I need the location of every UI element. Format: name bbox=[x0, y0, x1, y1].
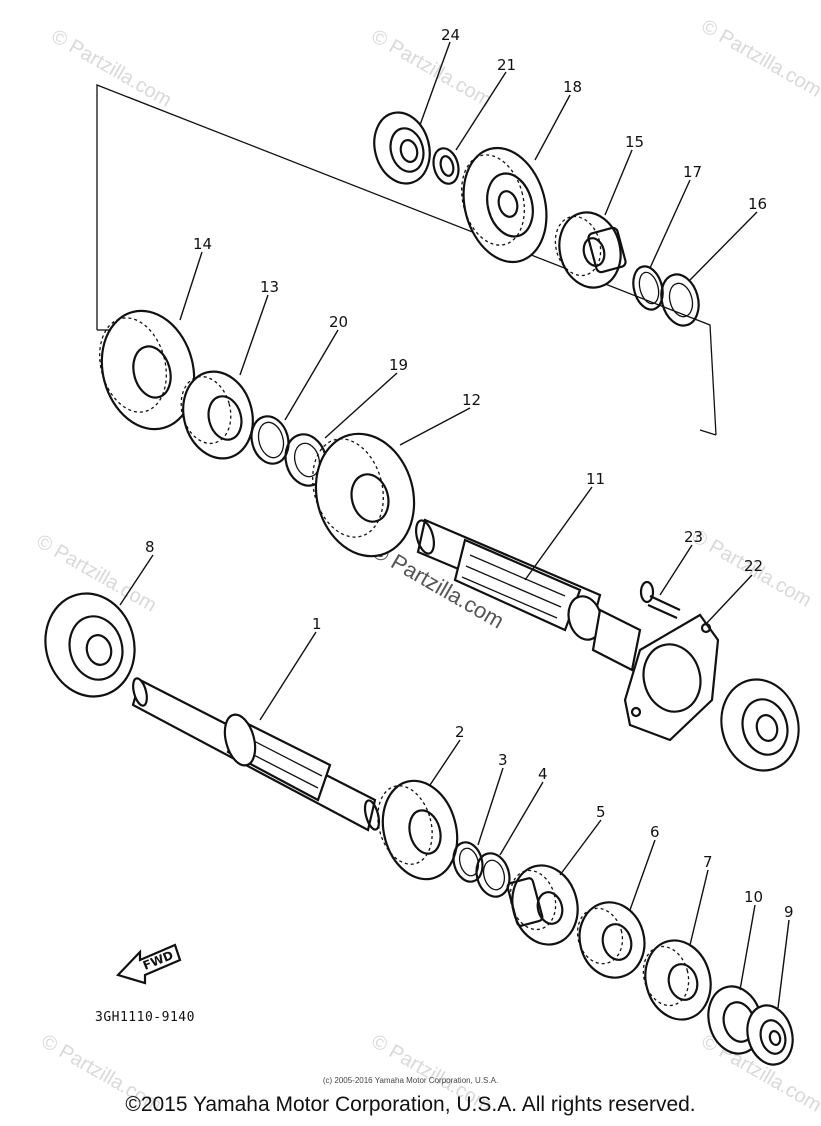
gear-2 bbox=[377, 779, 459, 881]
gear-7 bbox=[642, 939, 712, 1021]
callout-numbers: 24 21 18 15 17 16 14 13 20 19 12 11 8 1 … bbox=[145, 26, 794, 921]
callout-24: 24 bbox=[441, 26, 460, 44]
bearing-8 bbox=[44, 592, 136, 698]
callout-17: 17 bbox=[683, 163, 702, 181]
bearing-retainer-22 bbox=[623, 613, 720, 742]
callout-6: 6 bbox=[650, 823, 660, 841]
screw-23 bbox=[639, 580, 681, 620]
callout-7: 7 bbox=[703, 853, 713, 871]
watermark: © Partzilla.com bbox=[48, 25, 176, 111]
part-code: 3GH1110-9140 bbox=[95, 1010, 195, 1025]
washer-4 bbox=[475, 852, 511, 898]
callout-18: 18 bbox=[563, 78, 582, 96]
gear-13 bbox=[180, 370, 254, 460]
callout-4: 4 bbox=[538, 765, 548, 783]
gear-6 bbox=[576, 901, 646, 979]
callout-20: 20 bbox=[329, 313, 348, 331]
callout-8: 8 bbox=[145, 538, 155, 556]
small-copyright: (c) 2005-2016 Yamaha Motor Corporation, … bbox=[322, 1076, 499, 1085]
callout-2: 2 bbox=[455, 723, 465, 741]
washer-16 bbox=[660, 273, 700, 327]
callout-21: 21 bbox=[497, 56, 516, 74]
oil-seal-9 bbox=[746, 1004, 794, 1066]
callout-11: 11 bbox=[586, 470, 605, 488]
circlip-17 bbox=[632, 265, 664, 311]
gear-14 bbox=[99, 309, 196, 431]
callout-16: 16 bbox=[748, 195, 767, 213]
callout-9: 9 bbox=[784, 903, 794, 921]
watermark: © Partzilla.com bbox=[698, 15, 821, 101]
callout-15: 15 bbox=[625, 133, 644, 151]
callout-10: 10 bbox=[744, 888, 763, 906]
leader-lines bbox=[119, 41, 790, 1009]
circlip-20 bbox=[250, 415, 290, 465]
callout-19: 19 bbox=[389, 356, 408, 374]
main-axle-1 bbox=[131, 677, 381, 832]
gear-15 bbox=[554, 211, 627, 289]
grouping-bracket bbox=[96, 84, 717, 436]
callout-13: 13 bbox=[260, 278, 279, 296]
gear-12 bbox=[312, 432, 416, 558]
callout-23: 23 bbox=[684, 528, 703, 546]
callout-3: 3 bbox=[498, 751, 508, 769]
bearing bbox=[720, 678, 800, 772]
callout-22: 22 bbox=[744, 557, 763, 575]
callout-5: 5 bbox=[596, 803, 606, 821]
washer-21 bbox=[432, 147, 460, 185]
drive-axle-11 bbox=[415, 518, 642, 672]
callout-12: 12 bbox=[462, 391, 481, 409]
gear-18 bbox=[461, 146, 548, 264]
copyright-notice: ©2015 Yamaha Motor Corporation, U.S.A. A… bbox=[125, 1093, 696, 1116]
bearing-24 bbox=[373, 111, 431, 185]
gear-5 bbox=[506, 864, 579, 946]
watermark: © Partzilla.com bbox=[368, 25, 496, 111]
fwd-arrow-icon: FWD bbox=[115, 943, 182, 985]
callout-14: 14 bbox=[193, 235, 212, 253]
callout-1: 1 bbox=[312, 615, 322, 633]
